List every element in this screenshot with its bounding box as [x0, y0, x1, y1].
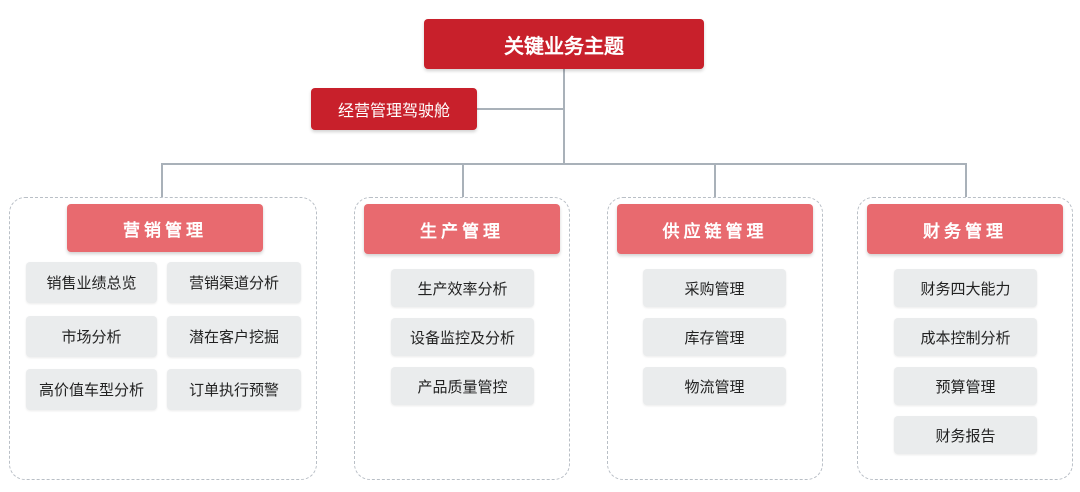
finance-group [857, 197, 1073, 480]
finance-header: 财务管理 [867, 204, 1063, 254]
connector-drop-production [462, 163, 464, 197]
marketing-item-lead-mining: 潜在客户挖掘 [167, 316, 301, 357]
supply-chain-item-inventory: 库存管理 [643, 318, 786, 356]
marketing-item-order-alert: 订单执行预警 [167, 369, 301, 410]
marketing-item-sales-overview: 销售业绩总览 [26, 262, 157, 303]
marketing-group [9, 197, 317, 480]
marketing-item-market-analysis: 市场分析 [26, 316, 157, 357]
finance-item-report: 财务报告 [894, 416, 1037, 454]
supply-chain-group [607, 197, 823, 480]
finance-item-four-capabilities: 财务四大能力 [894, 269, 1037, 307]
production-item-efficiency: 生产效率分析 [391, 269, 534, 307]
marketing-header: 营销管理 [67, 204, 263, 252]
supply-chain-item-logistics: 物流管理 [643, 367, 786, 405]
supply-chain-header: 供应链管理 [617, 204, 813, 254]
connector-drop-supply-chain [714, 163, 716, 197]
business-cockpit-node: 经营管理驾驶舱 [311, 88, 477, 130]
production-item-quality: 产品质量管控 [391, 367, 534, 405]
marketing-item-channel-analysis: 营销渠道分析 [167, 262, 301, 303]
production-group [354, 197, 570, 480]
connector-drop-marketing [161, 163, 163, 197]
connector-cockpit-horizontal [477, 108, 564, 110]
production-header: 生产管理 [364, 204, 560, 254]
connector-bus-horizontal [161, 163, 966, 165]
finance-item-cost-control: 成本控制分析 [894, 318, 1037, 356]
marketing-item-high-value-model: 高价值车型分析 [26, 369, 157, 410]
connector-root-vertical [563, 69, 565, 164]
supply-chain-item-purchasing: 采购管理 [643, 269, 786, 307]
production-item-equipment: 设备监控及分析 [391, 318, 534, 356]
key-business-topics-title: 关键业务主题 [424, 19, 704, 69]
connector-drop-finance [965, 163, 967, 197]
finance-item-budget: 预算管理 [894, 367, 1037, 405]
